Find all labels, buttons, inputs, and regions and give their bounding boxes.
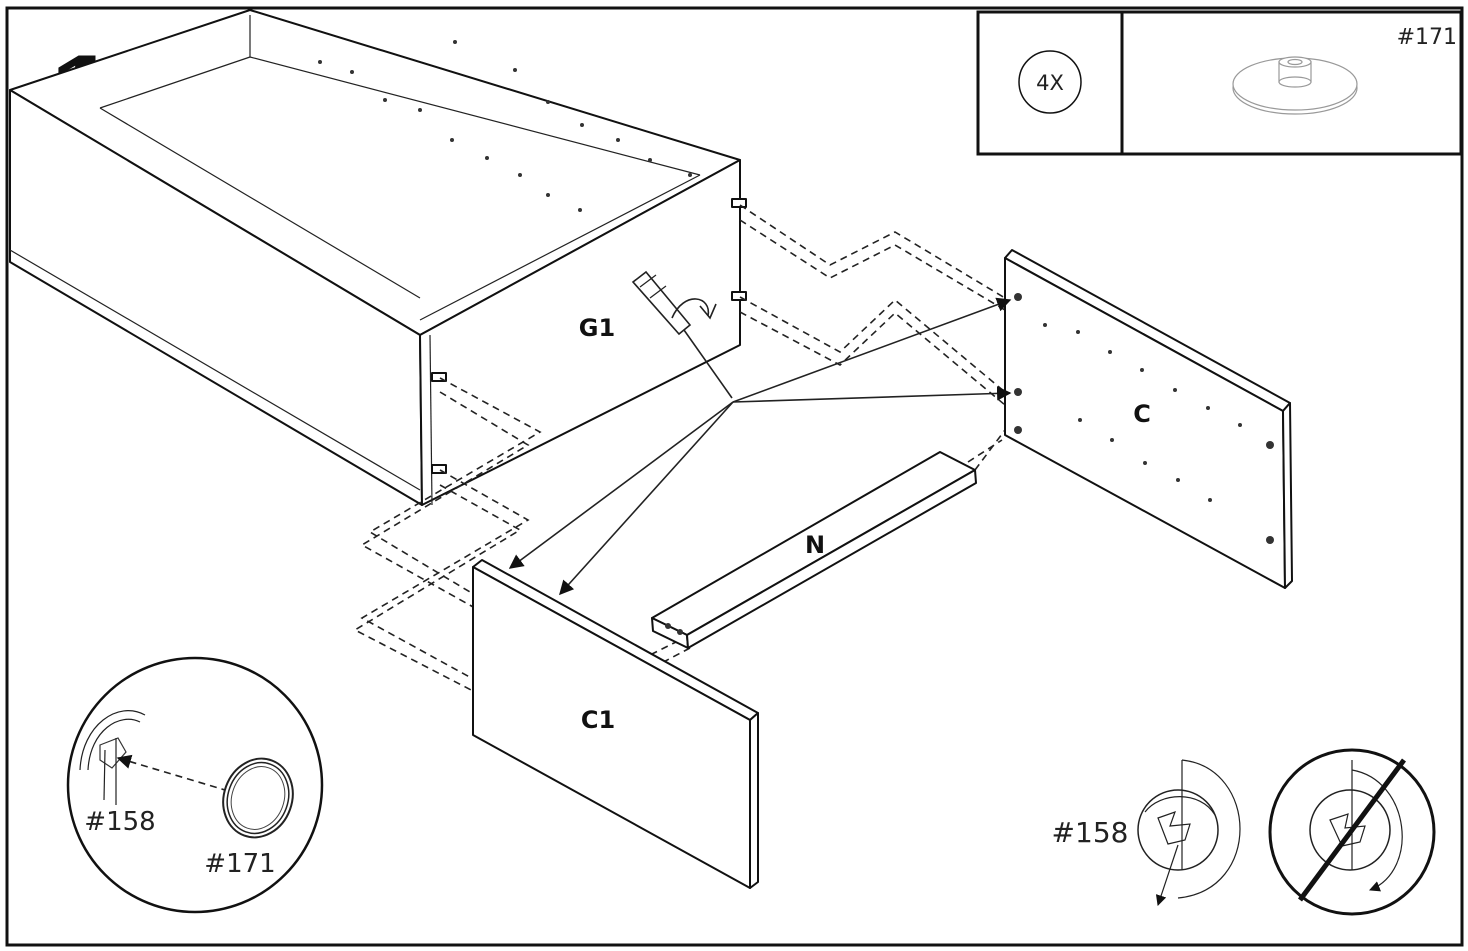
- shelf-pin-holes: [318, 40, 692, 212]
- cabinet-dowels: [431, 198, 747, 474]
- page-frame: [5, 6, 1464, 947]
- panel-c1: [472, 559, 759, 889]
- panel-label-n: N: [805, 531, 825, 559]
- rail-n: [651, 451, 977, 649]
- cam-cap-icon: [1232, 56, 1358, 115]
- detail-cap-label: #171: [204, 849, 275, 879]
- assembly-arrows: [508, 297, 1012, 596]
- panel-label-g1: G1: [579, 314, 615, 342]
- screwdriver-icon: [631, 270, 733, 399]
- hardware-box: 4X #171: [976, 10, 1463, 156]
- cam-rotation-correct: #158: [1052, 759, 1241, 907]
- cap-detail: #158 #171: [66, 656, 324, 914]
- alignment-lines-c: [739, 204, 1006, 471]
- cam-rotation-incorrect: [1268, 748, 1436, 916]
- alignment-lines-c1: [353, 377, 691, 693]
- quantity-circle: [1018, 50, 1082, 114]
- detail-cam-label: #158: [84, 807, 155, 837]
- hardware-quantity: 4X: [1036, 71, 1064, 95]
- cabinet-body: [9, 9, 741, 506]
- prohibited-icon: [1297, 758, 1407, 902]
- rotation-cam-label: #158: [1052, 816, 1129, 849]
- rotate-arrow-icon: [671, 298, 717, 320]
- panel-label-c1: C1: [581, 706, 615, 734]
- cap-icon: [222, 757, 294, 839]
- panel-label-c: C: [1133, 400, 1151, 428]
- hardware-part-number: #171: [1397, 25, 1457, 50]
- panel-c: [1004, 249, 1293, 589]
